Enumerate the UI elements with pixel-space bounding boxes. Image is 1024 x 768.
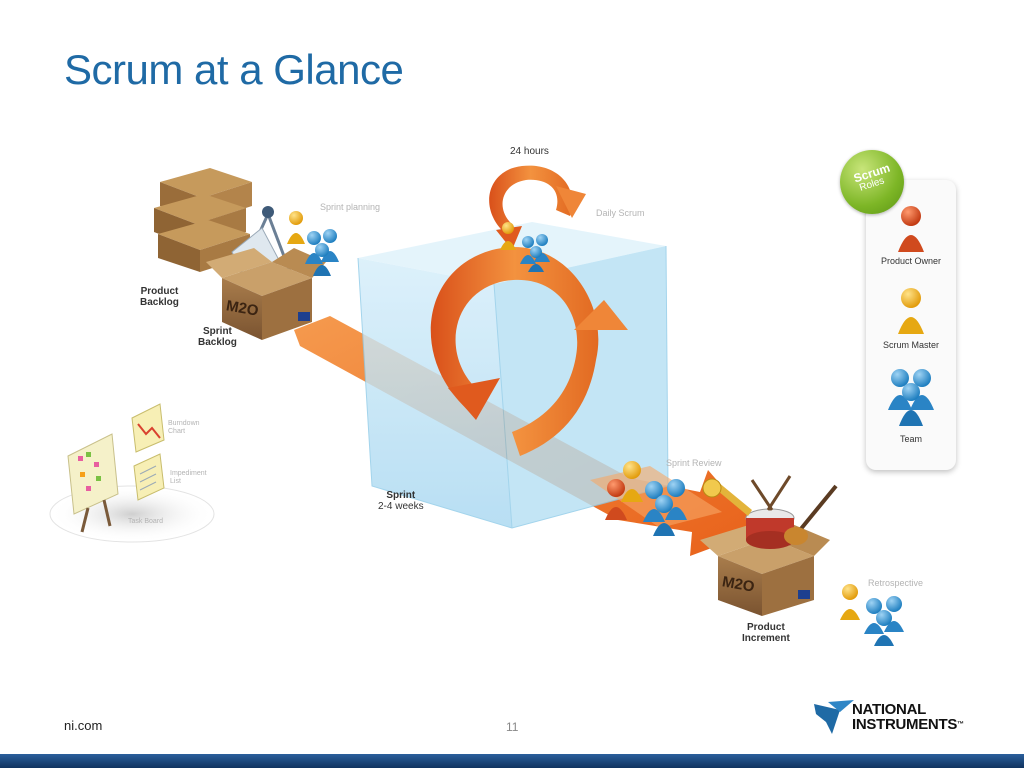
burndown-line2: Chart [168,428,186,435]
impediment-line1: Impediment [170,470,207,477]
scrum-master-icon [898,288,924,334]
role-label-scrum-master: Scrum Master [882,340,939,350]
task-board-label: Task Board [128,518,164,525]
sprint-review-label: Sprint Review [666,458,722,468]
planning-people [287,211,339,276]
product-increment-label: Product Increment [742,622,790,644]
bottom-bar [0,754,1024,768]
sprint-duration: 2-4 weeks [378,501,424,512]
burndown-chart-label: Burndown Chart [168,420,200,436]
retrospective-label: Retrospective [868,578,924,588]
sprint-backlog-line1: Sprint [203,326,232,337]
slide-title: Scrum at a Glance [64,46,404,93]
product-backlog-line1: Product [140,286,179,297]
guitar-icon [784,484,838,545]
product-backlog-line2: Backlog [140,297,179,308]
team-icon [888,369,934,426]
sprint-label: Sprint 2-4 weeks [378,490,424,512]
trumpet-icon [702,478,752,516]
sprint-review-people [605,461,687,536]
daily-scrum-people [500,222,550,272]
burndown-chart-icon [131,403,165,453]
page-number: 11 [506,720,519,734]
logo-line2: INSTRUMENTS [852,716,958,733]
sprint-backlog-box [206,248,326,340]
scrum-roles-badge: Scrum Roles [840,150,904,214]
retrospective-people [840,584,904,646]
footer-website: ni.com [64,718,103,733]
scrum-roles-panel: Product Owner Scrum Master Team [866,180,956,470]
logo-trademark: ™ [957,721,964,728]
impediment-line2: List [170,478,181,485]
eagle-logo-icon [814,700,854,734]
task-board-area [49,433,215,543]
product-backlog-label: Product Backlog [140,286,179,308]
sprint-backlog-label: Sprint Backlog [198,326,237,348]
sprint-title: Sprint [386,490,416,501]
sprint-planning-label: Sprint planning [320,202,381,212]
product-owner-icon [898,206,924,252]
drum-icon [745,475,795,549]
product-increment-line2: Increment [742,633,790,644]
daily-scrum-loop-arrow [489,165,586,250]
impediment-list-icon [133,453,165,501]
burndown-line1: Burndown [168,420,200,427]
product-increment-line1: Product [747,622,785,633]
sprint-loop-arrow [430,247,628,456]
role-label-product-owner: Product Owner [880,256,942,266]
impediment-list-label: Impediment List [170,470,207,486]
role-label-team: Team [899,434,922,444]
daily-scrum-label: Daily Scrum [596,208,645,218]
time-label: 24 hours [510,146,549,157]
product-increment-box [700,524,830,616]
company-logo: NATIONAL INSTRUMENTS™ [852,702,964,732]
sprint-backlog-line2: Backlog [198,337,237,348]
product-backlog-boxes [154,168,252,272]
logo-line1: NATIONAL [852,701,926,718]
